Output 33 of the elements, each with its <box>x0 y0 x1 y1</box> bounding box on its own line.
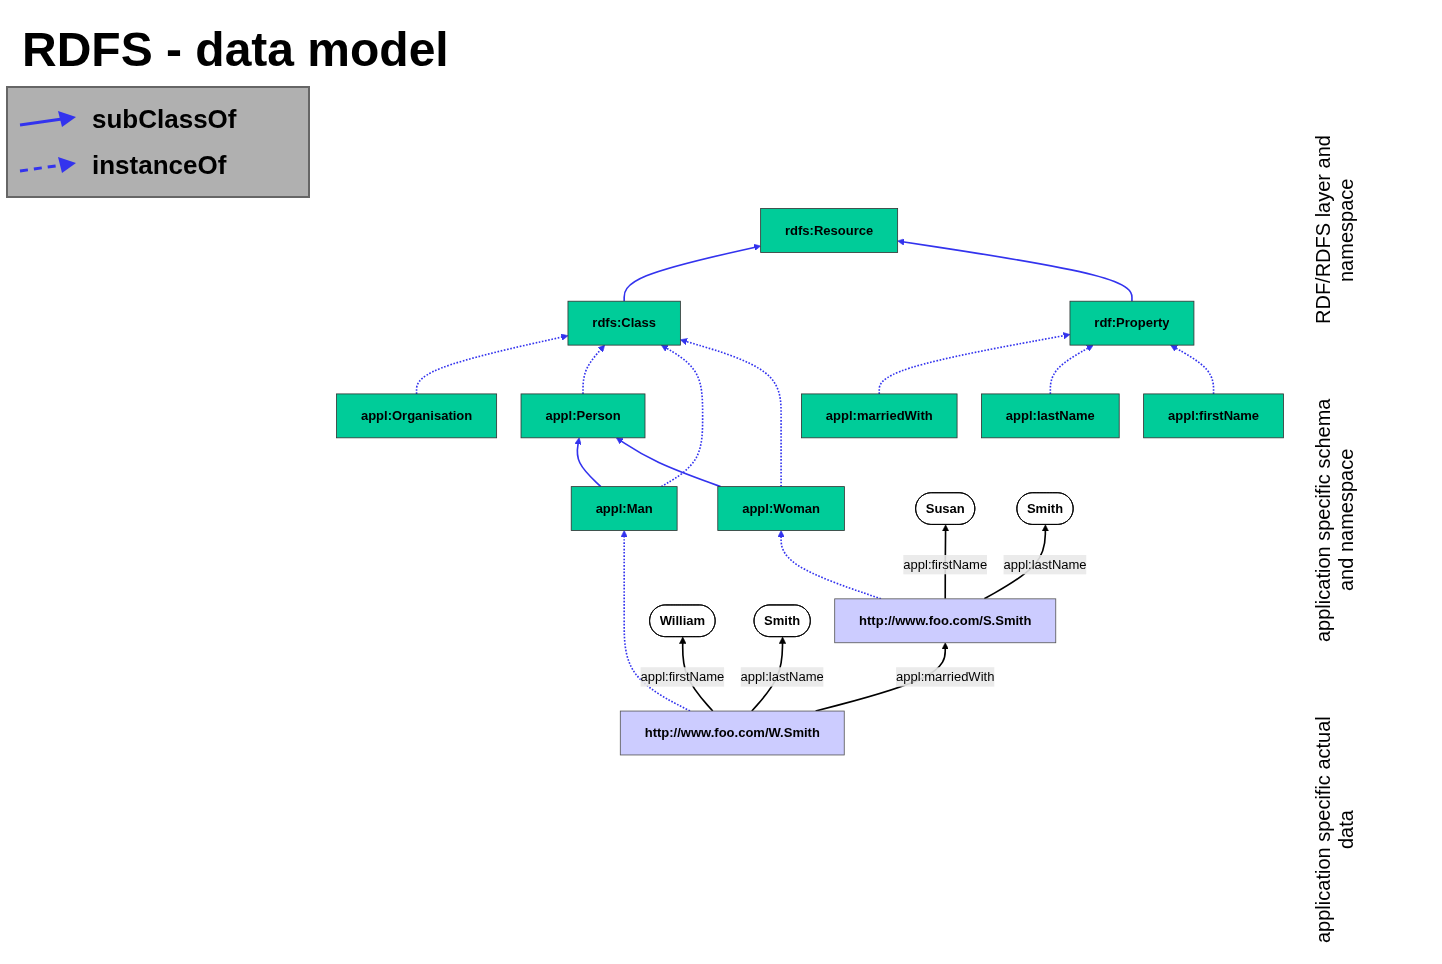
edge-label: appl:firstName <box>903 557 988 572</box>
layer-label: application specific actual data <box>1312 715 1358 946</box>
node-box: appl:marriedWith <box>801 393 958 439</box>
edge-label: appl:marriedWith <box>896 669 995 684</box>
arrow <box>582 345 605 395</box>
node-box: rdf:Property <box>1069 301 1195 346</box>
arrow <box>660 345 704 488</box>
node-box: rdfs:Class <box>567 301 681 346</box>
arrow <box>415 333 569 395</box>
legend-label: subClassOf <box>92 103 237 135</box>
arrow <box>878 332 1071 395</box>
arrow <box>616 437 722 488</box>
arrow <box>1170 345 1215 395</box>
layer-label: RDF/RDFS layer and namespace <box>1312 134 1358 327</box>
node-box: appl:Person <box>520 393 646 439</box>
edge-label: appl:lastName <box>740 669 824 684</box>
node-box: appl:Woman <box>717 486 845 532</box>
diagram-title: RDFS - data model <box>22 22 449 77</box>
edge-label: appl:firstName <box>640 669 725 684</box>
legend-label: instanceOf <box>92 149 227 181</box>
edge-label: appl:lastName <box>1003 557 1087 572</box>
arrow <box>1049 345 1094 395</box>
arrow <box>897 238 1133 303</box>
arrow <box>574 437 602 488</box>
node-box: appl:Organisation <box>336 393 498 439</box>
layer-label: application specific schema and namespace <box>1312 397 1358 644</box>
node-box: http://www.foo.com/S.Smith <box>834 598 1057 644</box>
node-box: http://www.foo.com/W.Smith <box>619 710 845 756</box>
node-box: rdfs:Resource <box>760 208 899 254</box>
arrow <box>623 244 761 303</box>
node-box: appl:firstName <box>1143 393 1284 439</box>
node-box: appl:lastName <box>981 393 1120 439</box>
node-box: appl:Man <box>570 486 678 532</box>
